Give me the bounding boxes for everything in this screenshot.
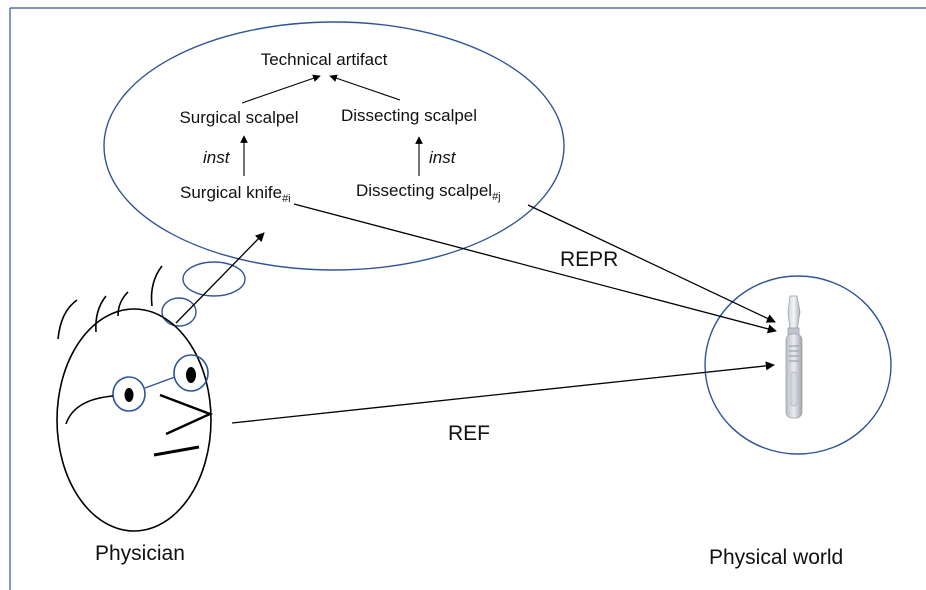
thought-arrow [175,232,265,324]
dissecting-scalpel-instance-subscript: #j [492,191,501,203]
repr-arrow-dissecting-scalpel [527,204,776,323]
physician-label: Physician [95,542,185,565]
physical-world-circle [704,275,892,455]
surgical-knife-text: Surgical knife [180,183,282,202]
surgical-knife-subscript: #i [282,193,291,205]
dissecting-scalpel-instance-text: Dissecting scalpel [356,181,492,200]
ref-label: REF [448,422,490,445]
inst-label-right: inst [429,148,457,167]
ontology-thought-bubble [103,21,565,271]
surgical-scalpel-label: Surgical scalpel [179,108,298,127]
repr-arrow-surgical-knife [293,203,777,334]
thought-bubble-small [161,297,197,327]
dissecting-scalpel-label: Dissecting scalpel [341,106,477,125]
dissecting-scalpel-instance-label: Dissecting scalpel#j [356,181,501,203]
inst-label-left: inst [203,148,231,167]
thought-bubble-medium [182,261,246,297]
scalpel-icon [785,295,803,419]
ref-arrow [231,361,775,424]
repr-label: REPR [560,248,618,271]
physical-world-label: Physical world [709,546,843,569]
physician-face-icon [56,265,214,532]
technical-artifact-label: Technical artifact [261,50,388,69]
subclass-arrow-dissecting [329,74,401,101]
subclass-arrow-surgical [241,74,321,104]
surgical-knife-instance-label: Surgical knife#i [180,183,291,205]
